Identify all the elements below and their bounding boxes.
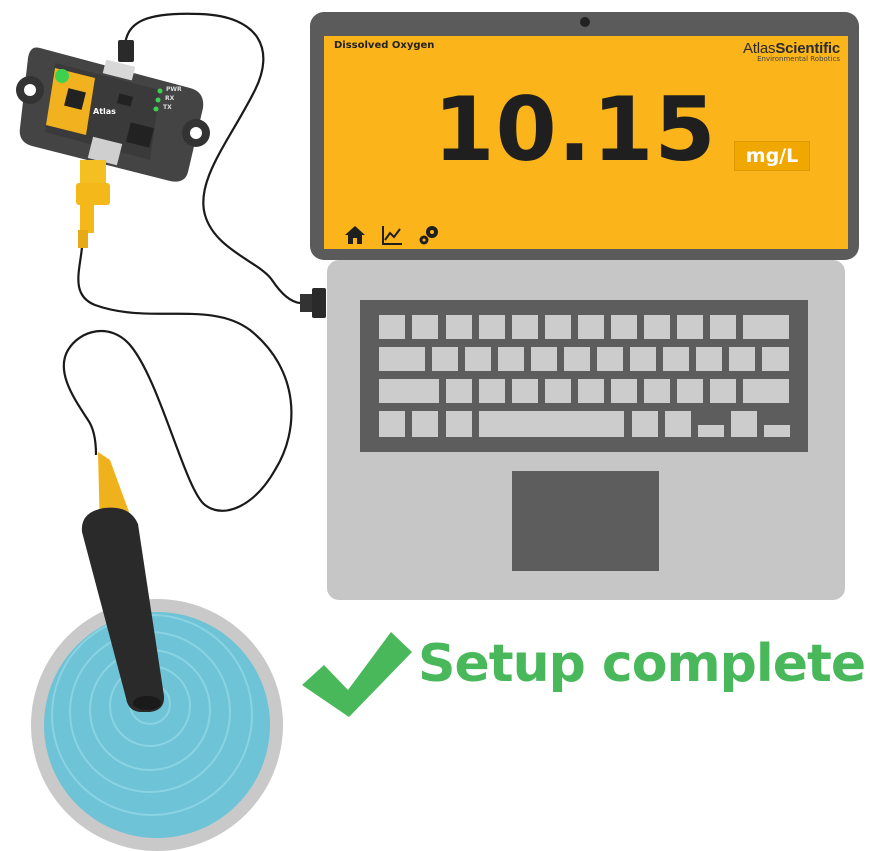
checkmark-icon bbox=[302, 632, 412, 717]
led-label-tx: TX bbox=[163, 104, 172, 111]
home-icon[interactable] bbox=[344, 224, 366, 246]
cables bbox=[62, 12, 301, 512]
webcam bbox=[580, 17, 590, 27]
do-probe bbox=[81, 452, 165, 712]
setup-status: Setup complete bbox=[300, 634, 866, 694]
laptop-base bbox=[327, 260, 845, 600]
brand-logo: AtlasScientific Environmental Robotics bbox=[690, 40, 840, 63]
screen-title: Dissolved Oxygen bbox=[334, 40, 435, 51]
led-label-pwr: PWR bbox=[166, 86, 182, 93]
chart-icon[interactable] bbox=[381, 224, 403, 246]
unit-badge: mg/L bbox=[734, 141, 810, 171]
gear-icon[interactable] bbox=[418, 224, 440, 246]
bnc-connector bbox=[76, 160, 110, 248]
board-logo: Atlas bbox=[93, 107, 116, 116]
circuit-board bbox=[16, 47, 210, 182]
keyboard-keys bbox=[379, 315, 790, 437]
trackpad bbox=[512, 471, 659, 571]
brand-tagline: Environmental Robotics bbox=[757, 55, 840, 63]
do-reading: 10.15 bbox=[433, 78, 717, 181]
brand-part1: Atlas bbox=[742, 40, 776, 57]
water-container bbox=[31, 599, 283, 851]
laptop-lid bbox=[310, 12, 859, 260]
led-label-rx: RX bbox=[165, 95, 175, 102]
setup-complete-text: Setup complete bbox=[418, 634, 866, 694]
brand-part2: Scientific bbox=[775, 40, 840, 57]
